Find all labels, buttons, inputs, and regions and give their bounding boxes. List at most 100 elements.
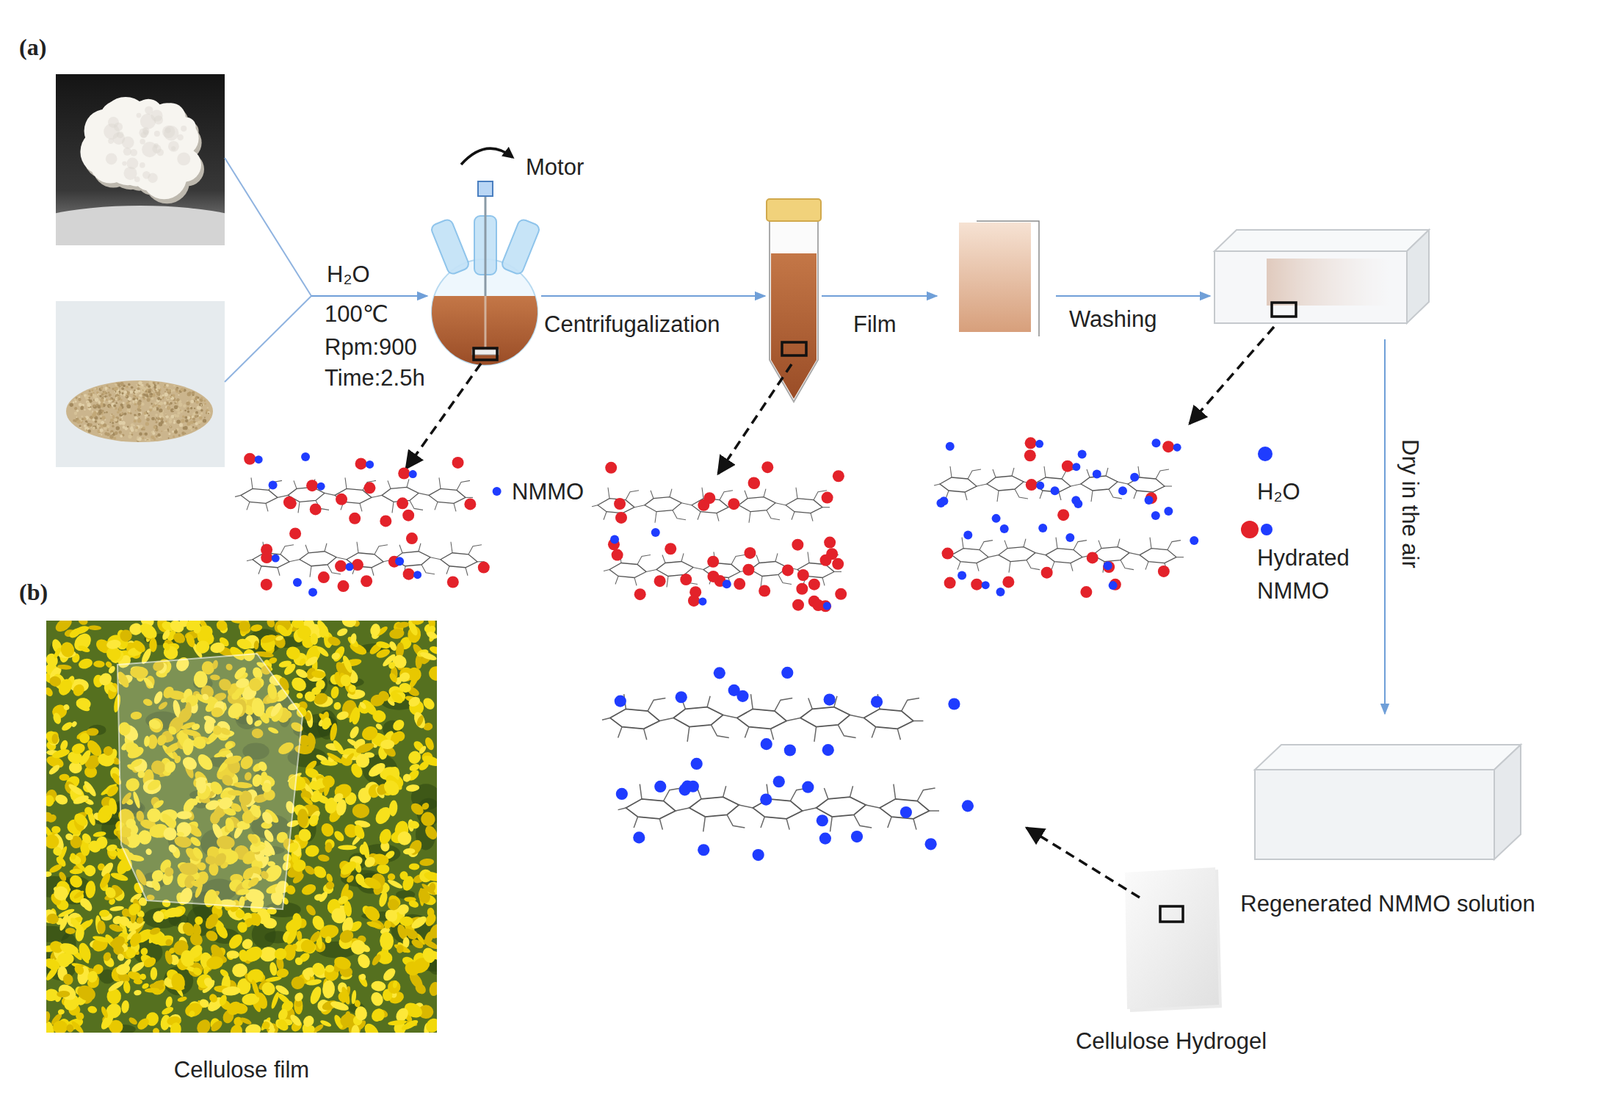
molecule-dot [832,469,845,482]
molecule-dot [1035,439,1044,448]
molecule-dot [408,469,418,479]
powder-grain [156,395,158,398]
molecule-dot [831,558,844,570]
powder-grain [140,428,144,432]
chemical-bond [976,563,979,572]
chemical-bond [1070,483,1081,487]
flower [57,663,72,670]
flower [96,920,106,935]
molecule-dot [360,574,373,587]
chemical-bond [961,537,964,549]
powder-grain [105,411,108,413]
molecule-dot [308,587,318,597]
molecule-dot [654,780,666,793]
powder-grain [69,403,74,407]
chemical-bond [697,511,701,520]
chemical-bond [1098,540,1102,549]
powder-grain [135,428,139,432]
molecule-dot [363,481,376,494]
cellulose-panel [602,666,974,861]
powder-grain [130,386,133,389]
powder-grain [88,389,92,393]
rotation-arrow [461,148,513,165]
powder-grain [108,393,112,397]
powder-grain [79,424,82,427]
chemical-bond [289,559,300,562]
powder-grain [163,401,167,405]
powder-grain [146,439,149,441]
chemical-bond [1155,469,1169,479]
powder-grain [107,391,110,393]
chemical-bond [430,557,441,560]
powder-grain [180,418,185,423]
process-arrow [311,295,428,297]
powder-grain [101,392,105,396]
powder-grain [134,395,136,398]
chemical-bond [1004,540,1008,549]
powder-grain [173,384,176,387]
powder-grain [155,420,158,423]
molecule-dot [688,594,700,607]
powder-grain [125,385,129,389]
chemical-bond [650,490,654,499]
chemical-bond [1055,537,1058,549]
molecule-dot [679,573,692,586]
molecule-dot [697,499,710,512]
powder-grain [158,436,161,438]
chemical-bond [751,693,754,709]
process-arrow [821,295,937,297]
cellulose-panel [591,461,847,612]
zoom-arrow [1026,827,1140,898]
photo-plate [55,205,225,246]
powder-grain [107,428,109,431]
flower [244,1022,262,1033]
powder-grain [157,404,162,409]
powder-grain [105,392,108,395]
powder-grain [91,425,96,429]
chemical-bond [659,818,663,830]
powder-grain [94,420,98,423]
powder-grain [111,421,114,424]
chemical-bond [1023,538,1026,548]
powder-grain [115,395,119,400]
molecule-dot [335,493,348,506]
chemical-bond [634,505,645,508]
molecule-dot [1189,536,1199,545]
chemical-bond [356,541,359,553]
chemical-bond [298,501,300,513]
powder-grain [88,429,92,433]
molecule-dot [733,577,746,590]
powder-grain [154,418,157,421]
molecule-dot [970,578,983,591]
glucose-ring [738,497,776,512]
powder-grain [134,389,139,393]
chemical-bond [392,501,394,513]
powder-grain [145,390,147,393]
chemical-bond [934,483,940,486]
powder-grain [135,409,137,412]
powder-grain [85,395,89,400]
cotton-detail [129,149,138,157]
molecule-dot [406,532,418,545]
powder-grain [116,393,119,397]
powder-grain [122,425,126,429]
glucose-ring [1092,547,1130,562]
powder-grain [187,415,191,420]
powder-grain [198,423,201,426]
powder-grain [151,391,154,394]
stirrer-blade [472,349,499,355]
cotton-detail [136,113,142,119]
powder-grain [149,408,152,411]
molecule-dot [654,574,666,587]
powder-grain [111,432,114,434]
flower [408,820,421,830]
powder-grain [149,406,152,409]
powder-grain [129,389,133,394]
powder-grain [171,430,175,433]
powder-grain [198,415,203,420]
molecule-dot [743,547,756,559]
chemical-bond [1070,563,1073,572]
powder-grain [167,428,169,430]
molecule-dot [727,497,740,510]
molecule-dot [651,527,661,537]
